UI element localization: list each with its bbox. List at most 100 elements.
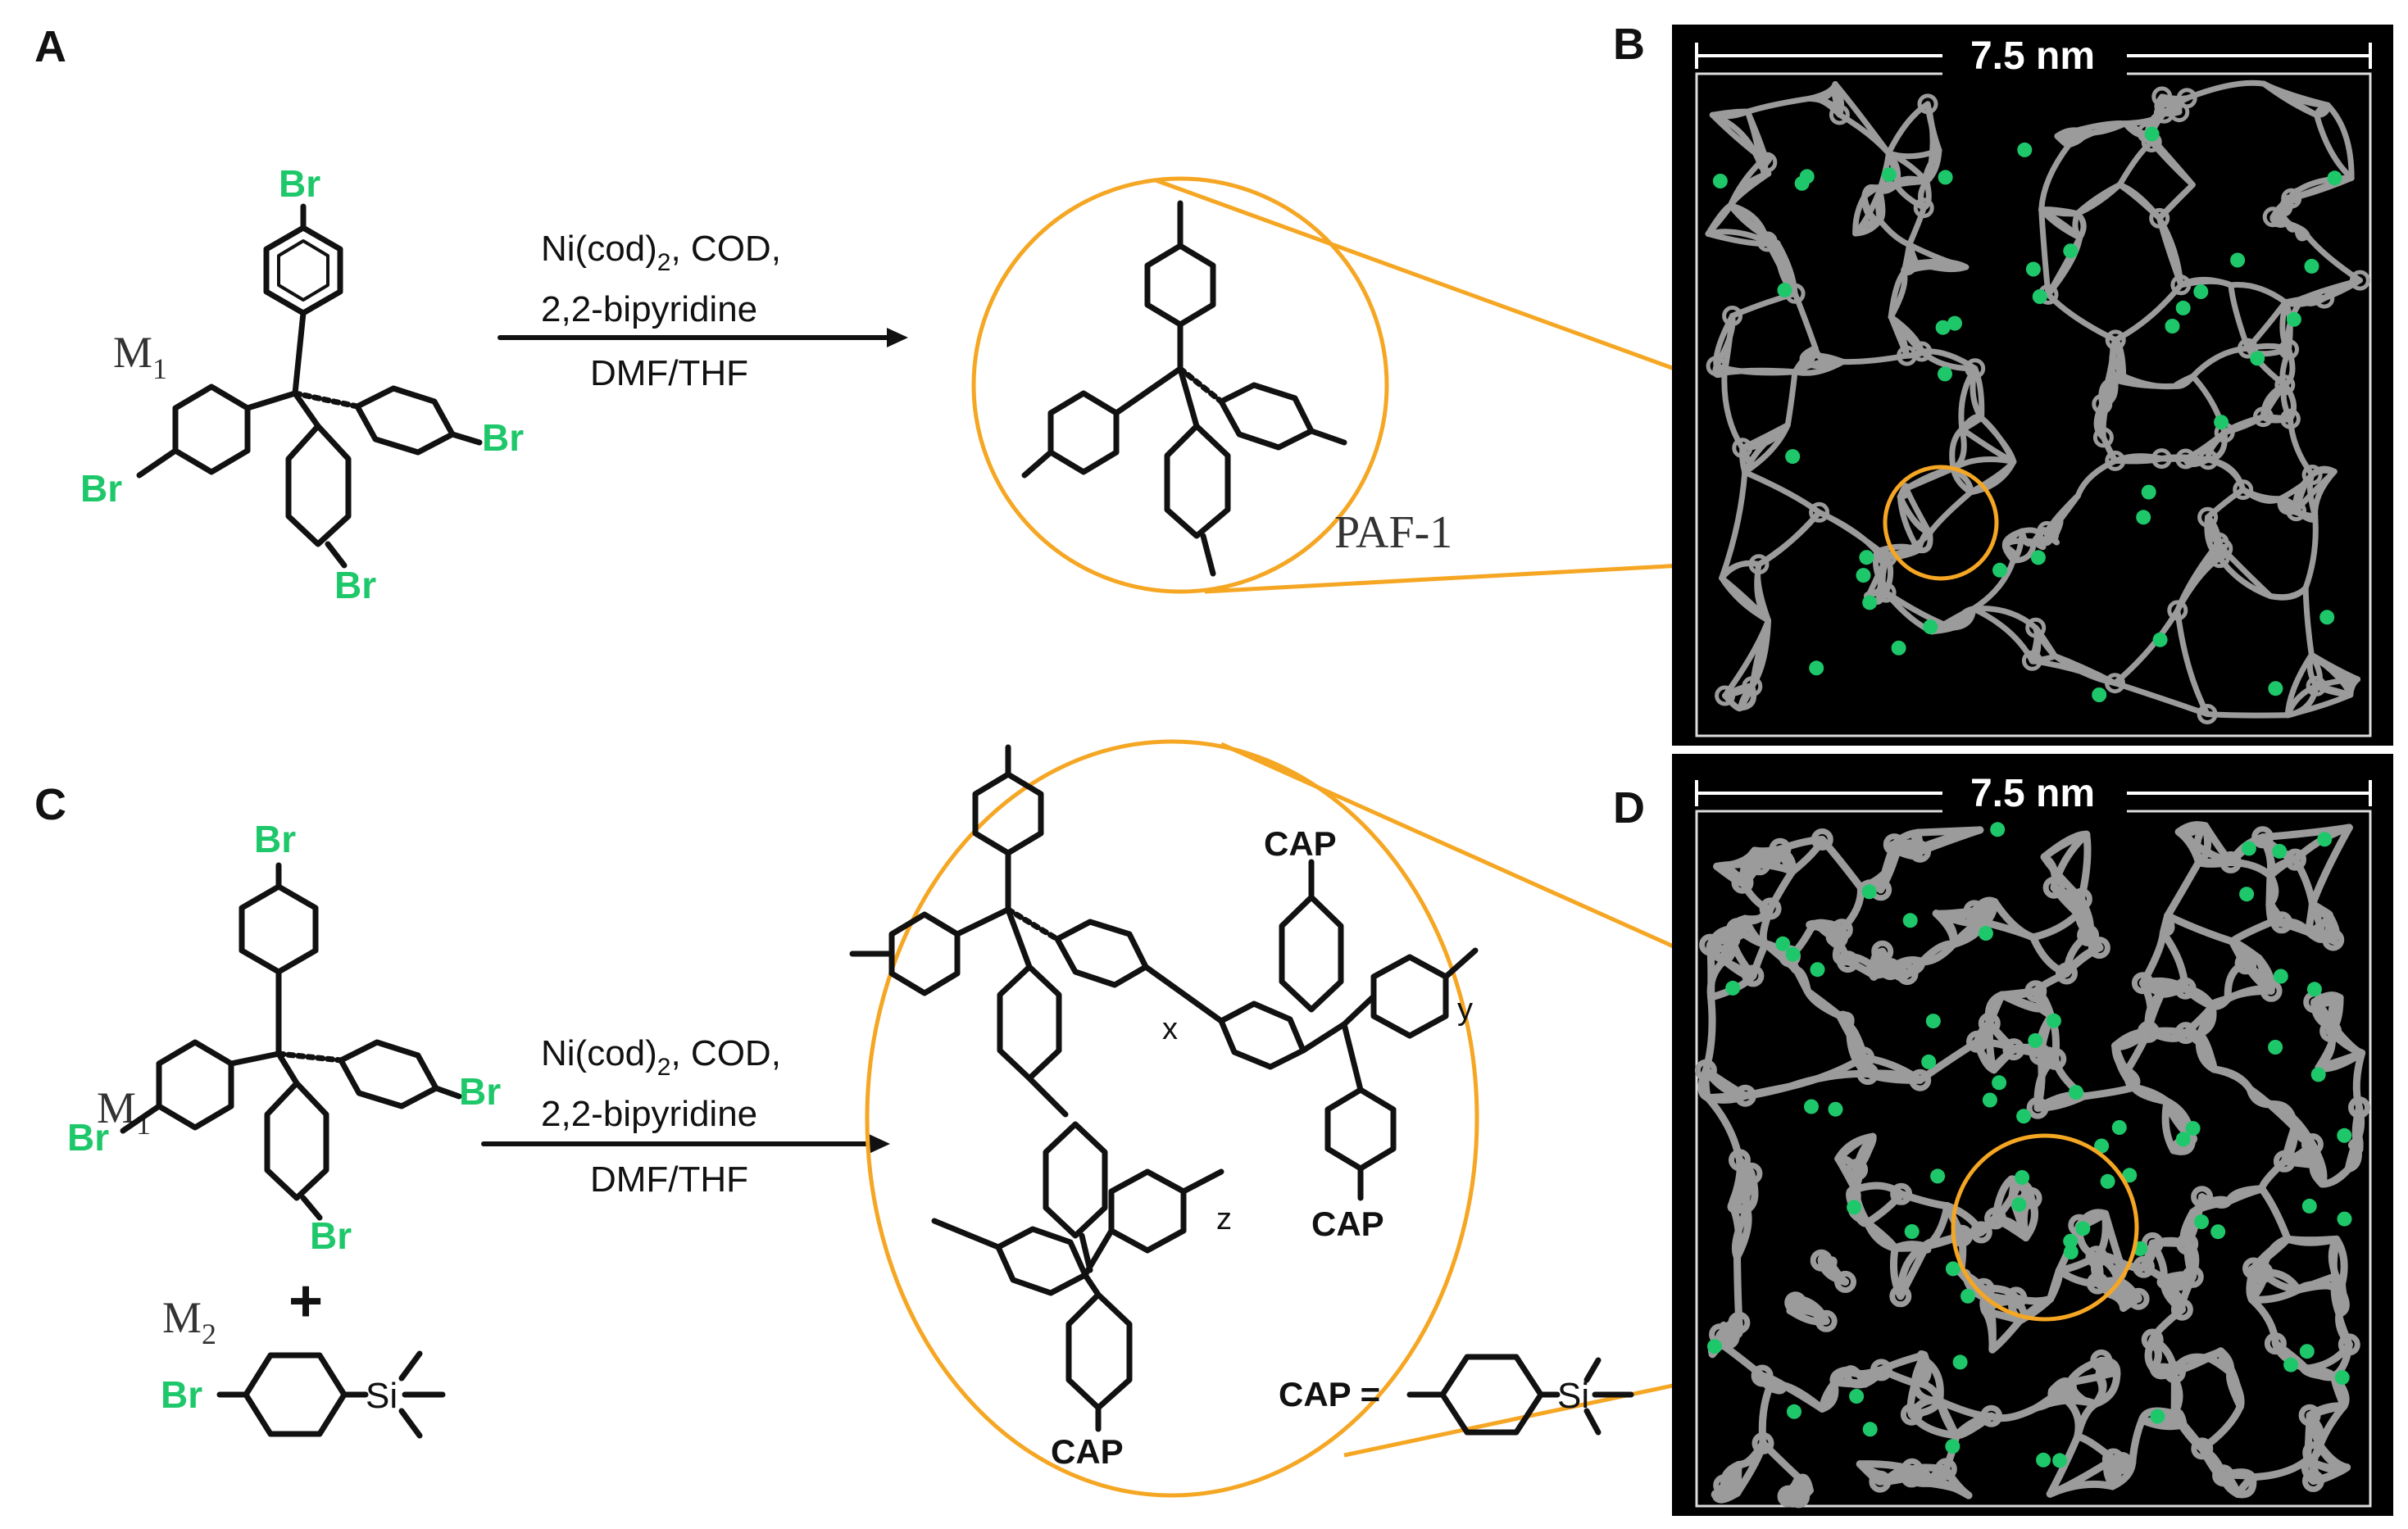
network-ring (2105, 450, 2126, 471)
bromine-bottom-a: Br (334, 564, 376, 606)
network-strand (2198, 1445, 2242, 1498)
network-strand (1952, 1412, 1996, 1440)
end-group-dot (2036, 1452, 2051, 1468)
network-strand (1719, 560, 1762, 581)
network-strand (1812, 919, 1846, 937)
network-ring (2197, 506, 2219, 528)
network-strand (2324, 102, 2355, 181)
network-strand (2049, 518, 2064, 537)
network-strand (2316, 1402, 2348, 1450)
network-strand (1803, 987, 1843, 1019)
network-ring (2176, 88, 2197, 109)
network-strand (1897, 493, 1933, 537)
network-strand (2284, 692, 2354, 719)
network-strand (2092, 1370, 2121, 1408)
network-strand (2050, 830, 2091, 892)
network-strand (2287, 415, 2315, 478)
network-ring (2105, 673, 2125, 694)
end-group-dot (2063, 1245, 2079, 1259)
end-group-dot (1935, 320, 1951, 335)
network-strand (2090, 1253, 2101, 1287)
network-strand (2267, 585, 2309, 601)
network-strand (1818, 836, 1865, 892)
end-group-dot (2299, 1344, 2315, 1359)
repeat-z: z (1216, 1202, 1232, 1236)
network-strand (2309, 823, 2353, 908)
network-ring (1699, 933, 1722, 956)
network-ring (2301, 1469, 2324, 1492)
reagent-line-2-c: 2,2-bipyridine (541, 1094, 757, 1134)
end-group-dot (1945, 1261, 1960, 1277)
network-strand (1709, 108, 1751, 120)
end-group-dot (2122, 1168, 2138, 1183)
network-strand (1856, 1460, 1916, 1473)
network-ring (1717, 1327, 1740, 1350)
network-strand (1936, 1397, 1960, 1440)
network-ring (2175, 448, 2197, 470)
end-group-dot (1862, 595, 1878, 610)
network-strand (1744, 108, 1770, 166)
network-strand (2051, 653, 2118, 687)
network-strand (2179, 1208, 2197, 1248)
end-group-dot (2136, 510, 2151, 525)
end-group-dot (2175, 300, 2191, 315)
network-strand (2099, 337, 2119, 407)
network-strand (2302, 585, 2315, 658)
network-ring (1751, 1364, 1774, 1387)
end-group-dot (2334, 1370, 2350, 1386)
end-group-dot (2032, 289, 2047, 304)
network-strand (2100, 377, 2119, 441)
network-strand (1897, 1243, 1930, 1300)
network-strand (1950, 456, 2017, 472)
end-group-dot (1809, 660, 1824, 676)
network-ring (1837, 951, 1859, 973)
bromine-top-c: Br (254, 818, 296, 860)
end-group-dot (1904, 1224, 1920, 1239)
network-ring (1909, 1068, 1932, 1091)
paf1-zoom-circle: PAF-1 (971, 176, 1833, 594)
reaction-conditions-c: Ni(cod)2, COD, 2,2-bipyridine DMF/THF (481, 1033, 890, 1200)
network-ring (1694, 1059, 1717, 1082)
network-strand (1875, 187, 1883, 224)
network-strand (2001, 528, 2025, 550)
network-strand (1751, 845, 1784, 858)
end-group-dot (2075, 1221, 2091, 1236)
monomer-m2-structure: M2 Br Si (161, 1293, 446, 1439)
reagent-line-3-c: DMF/THF (590, 1159, 748, 1200)
network-strand (1908, 1463, 1950, 1473)
network-strand (2195, 822, 2212, 866)
network-strand (1863, 1218, 1899, 1252)
network-strand (1739, 422, 1791, 451)
network-strand (1736, 1156, 1751, 1214)
network-ring (2252, 406, 2274, 428)
bromine-bottom-c: Br (310, 1214, 352, 1257)
product-label-paf1: PAF-1 (1334, 507, 1452, 558)
network-strand (1926, 489, 1974, 537)
end-group-dot (1856, 568, 1871, 583)
network-strand (1851, 1132, 1877, 1194)
network-ring (2056, 962, 2078, 985)
network-ring (2208, 532, 2229, 553)
end-group-dot (1828, 1101, 1843, 1117)
scale-bar-label-d: 7.5 nm (1970, 772, 2095, 815)
end-group-dot (2100, 1173, 2115, 1189)
network-strand (2189, 1196, 2233, 1216)
end-group-dot (1785, 449, 1801, 465)
network-strand (1817, 1256, 1849, 1286)
network-ring (2105, 329, 2126, 351)
network-ring (1729, 1149, 1751, 1172)
network-strand (2309, 900, 2327, 939)
network-strand (2038, 142, 2072, 213)
network-ring (1748, 554, 1770, 575)
network-ring (2301, 465, 2323, 485)
network-strand (1870, 969, 1911, 980)
network-strand (1722, 692, 1743, 711)
end-group-dot (2210, 1224, 2226, 1240)
network-ring (2025, 617, 2047, 638)
simulation-d: 7.5 nm (1672, 754, 2393, 1516)
network-strand (1913, 260, 1970, 273)
network-strand (1968, 459, 2017, 496)
end-group-dot (2016, 1109, 2032, 1124)
end-group-dot (1775, 936, 1791, 951)
network-strand (1922, 1202, 1951, 1251)
